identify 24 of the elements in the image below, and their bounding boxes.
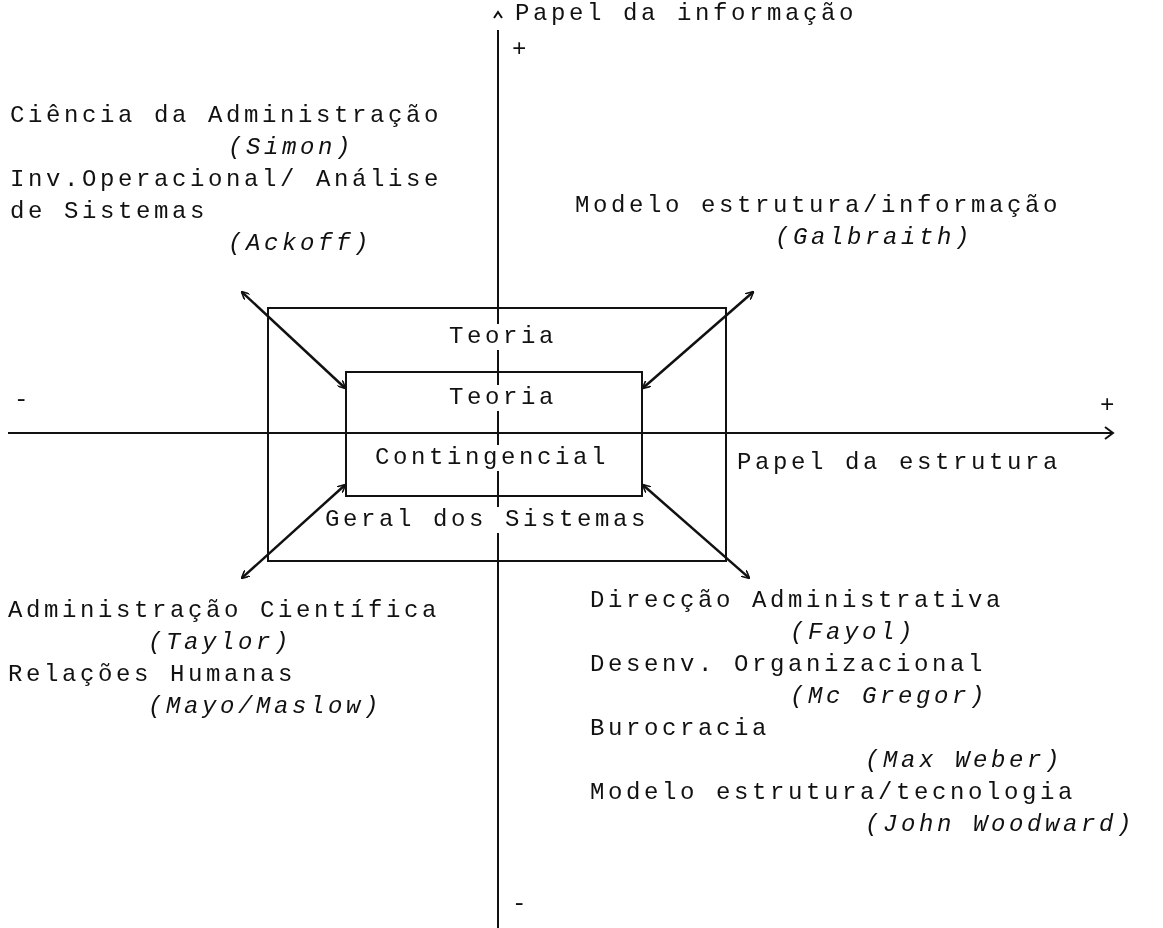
school-name: Inv.Operacional/ Análise de Sistemas	[10, 165, 444, 227]
school-name: Modelo estrutura/tecnologia	[590, 778, 1077, 808]
school-name: Modelo estrutura/informação	[575, 191, 1062, 221]
author-name: (Max Weber)	[865, 746, 1064, 776]
author-name: (Fayol)	[790, 618, 917, 648]
author-name: (Simon)	[228, 133, 355, 163]
school-name: Direcção Administrativa	[590, 586, 1005, 616]
school-name: Burocracia	[590, 714, 771, 744]
arrow	[240, 290, 347, 390]
outer-rectangle	[267, 307, 727, 562]
school-name: Relações Humanas	[8, 660, 297, 690]
author-name: (Mc Gregor)	[790, 682, 989, 712]
author-name: (Mayo/Maslow)	[148, 692, 383, 722]
school-name: Ciência da Administração	[10, 101, 443, 131]
arrow	[641, 290, 755, 390]
author-name: (John Woodward)	[865, 810, 1136, 840]
inner-rectangle	[345, 371, 643, 497]
school-name: Desenv. Organizacional	[590, 650, 987, 680]
arrow	[641, 483, 751, 580]
arrow	[240, 483, 347, 580]
author-name: (Ackoff)	[228, 229, 373, 259]
author-name: (Taylor)	[148, 628, 293, 658]
school-name: Administração Científica	[8, 596, 441, 626]
author-name: (Galbraith)	[775, 223, 974, 253]
